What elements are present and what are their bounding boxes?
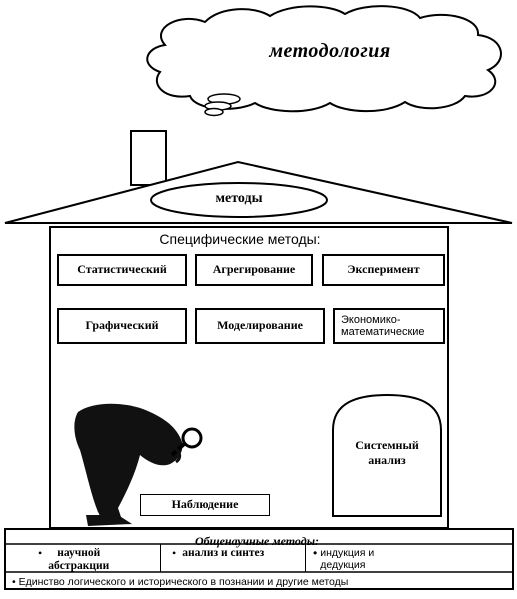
bullet-icon: • bbox=[12, 576, 16, 588]
bullet-icon: • bbox=[38, 546, 43, 560]
general-item-induction-label: индукция и дедукция bbox=[320, 547, 375, 572]
bullet-icon: • bbox=[313, 546, 318, 560]
general-item-analysis-label: анализ и синтез bbox=[182, 547, 265, 559]
observation-box: Наблюдение bbox=[140, 494, 270, 516]
general-bottom-text: Единство логического и исторического в п… bbox=[18, 576, 349, 588]
specific-methods-title: Специфические методы: bbox=[159, 231, 321, 247]
general-item-abstraction: • научной абстракции bbox=[38, 546, 158, 573]
thought-bubble-3 bbox=[204, 107, 224, 117]
general-methods-title: Общенаучные методы: bbox=[194, 534, 320, 548]
system-analysis-label: Системный анализ bbox=[355, 438, 419, 467]
method-box-modeling: Моделирование bbox=[195, 308, 325, 344]
observation-label: Наблюдение bbox=[171, 497, 239, 512]
method-box-econ-math: Экономико- математические bbox=[333, 308, 445, 344]
general-item-abstraction-label: научной абстракции bbox=[48, 547, 110, 573]
person-with-magnifier bbox=[74, 403, 203, 526]
system-analysis-door bbox=[332, 393, 442, 517]
general-item-induction: • индукция и дедукция bbox=[313, 546, 433, 572]
general-bottom-line: • Единство логического и исторического в… bbox=[12, 576, 502, 588]
methodology-label: методология bbox=[269, 40, 391, 62]
roof-oval bbox=[150, 182, 328, 218]
chimney bbox=[130, 130, 167, 186]
general-divider-1 bbox=[160, 544, 161, 572]
bullet-icon: • bbox=[172, 546, 177, 560]
methods-label: методы bbox=[215, 191, 263, 206]
method-box-experiment: Эксперимент bbox=[322, 254, 445, 286]
method-box-statistical: Статистический bbox=[57, 254, 187, 286]
method-box-aggregation: Агрегирование bbox=[195, 254, 313, 286]
general-divider-2 bbox=[305, 544, 306, 572]
method-box-graphical: Графический bbox=[57, 308, 187, 344]
foundation-frame bbox=[4, 528, 514, 590]
general-item-analysis: • анализ и синтез bbox=[172, 546, 312, 561]
